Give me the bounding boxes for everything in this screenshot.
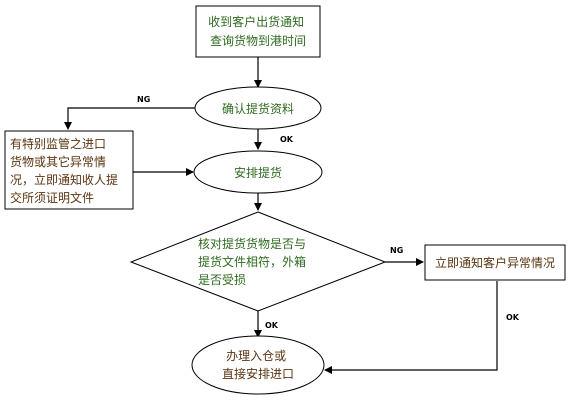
arrange-pickup-line-1: 安排提货	[234, 165, 282, 180]
start-line-1: 收到客户出货通知	[208, 14, 304, 29]
nodes	[4, 5, 566, 395]
special-line-2: 货物或其它异常情	[10, 154, 106, 169]
check-ng-label: NG	[390, 246, 403, 255]
special-line-1: 有特别监管之进口	[10, 136, 106, 151]
check-decision-text: 核对提货货物是否与 提货文件相符，外箱 是否受损	[198, 236, 310, 287]
edge-labels: NG OK NG OK OK	[137, 95, 520, 330]
warehouse-ellipse	[191, 335, 325, 395]
confirm-docs-ellipse	[194, 86, 322, 130]
confirm-ok-label: OK	[280, 135, 294, 144]
special-line-3: 况，立即通知收人提	[10, 172, 118, 187]
warehouse-line-2: 直接安排进口	[222, 366, 294, 381]
special-regulation-box	[4, 130, 134, 210]
confirm-docs-line-1: 确认提货资料	[222, 101, 294, 116]
edge-notify-ok	[324, 281, 498, 374]
warehouse-line-1: 办理入仓或	[226, 348, 286, 363]
edges	[64, 57, 498, 374]
confirm-docs-text: 确认提货资料	[222, 101, 294, 116]
arrange-pickup-ellipse	[193, 150, 323, 194]
notify-exception-box	[424, 244, 566, 281]
confirm-ng-label: NG	[137, 95, 150, 104]
notify-exception-text: 立即通知客户异常情况	[435, 255, 555, 270]
check-line-3: 是否受损	[198, 273, 246, 287]
arrange-pickup-text: 安排提货	[234, 165, 282, 180]
start-box	[195, 5, 321, 58]
check-ok-label: OK	[265, 321, 279, 330]
edge-confirm-ng	[64, 107, 206, 130]
start-text: 收到客户出货通知 查询货物到港时间	[208, 14, 308, 48]
node-labels: 收到客户出货通知 查询货物到港时间 确认提货资料 安排提货 有特别监管之进口 货…	[10, 14, 555, 381]
special-regulation-text: 有特别监管之进口 货物或其它异常情 况，立即通知收人提 交所须证明文件	[10, 136, 122, 205]
notify-ok-label: OK	[506, 313, 520, 322]
check-line-1: 核对提货货物是否与	[198, 236, 306, 251]
warehouse-text: 办理入仓或 直接安排进口	[222, 348, 294, 381]
check-line-2: 提货文件相符，外箱	[198, 254, 306, 269]
special-line-4: 交所须证明文件	[10, 190, 94, 205]
notify-line-1: 立即通知客户异常情况	[435, 255, 555, 270]
check-decision-diamond	[129, 211, 387, 312]
start-line-2: 查询货物到港时间	[210, 33, 306, 48]
